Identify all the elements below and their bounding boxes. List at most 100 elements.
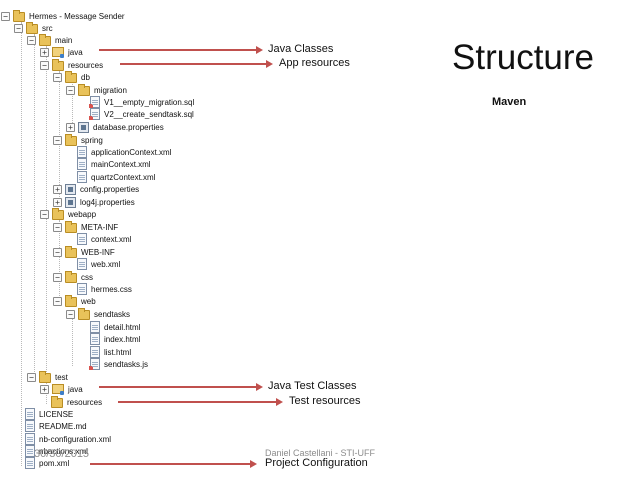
tree-node[interactable]: hermes.css <box>66 283 132 295</box>
collapse-toggle-icon[interactable]: − <box>53 272 62 282</box>
tree-node-label: detail.html <box>104 322 141 332</box>
tree-node[interactable]: V2__create_sendtask.sql <box>79 108 194 120</box>
file-icon <box>77 146 87 158</box>
annotation-label: Test resources <box>289 395 361 407</box>
tree-node-label: Hermes - Message Sender <box>29 11 125 21</box>
tree-node[interactable]: −spring <box>53 134 103 146</box>
arrow-head-icon <box>256 383 263 391</box>
source-package-icon <box>52 47 64 58</box>
expand-toggle-icon[interactable]: + <box>40 384 49 394</box>
tree-node[interactable]: − webapp <box>40 208 96 220</box>
tree-node[interactable]: −sendtasks <box>66 308 130 320</box>
folder-icon <box>65 134 77 146</box>
tree-node-label: java <box>68 47 83 57</box>
tree-node[interactable]: −migration <box>66 84 127 96</box>
tree-node[interactable]: resources <box>40 396 102 408</box>
tree-node[interactable]: + database.properties <box>66 121 164 133</box>
folder-icon <box>26 22 38 34</box>
expand-toggle-icon[interactable]: + <box>53 184 62 194</box>
tree-node[interactable]: −META-INF <box>53 221 118 233</box>
tree-node-label: list.html <box>104 347 132 357</box>
folder-icon <box>65 295 77 307</box>
tree-node[interactable]: − web <box>53 295 96 307</box>
tree-node[interactable]: + log4j.properties <box>53 196 135 208</box>
tree-node[interactable]: pom.xml <box>14 457 69 469</box>
folder-icon <box>51 396 63 408</box>
tree-node[interactable]: web.xml <box>66 258 120 270</box>
expand-toggle-icon[interactable]: + <box>40 47 49 57</box>
collapse-toggle-icon[interactable]: − <box>66 309 75 319</box>
collapse-toggle-icon[interactable]: − <box>1 11 10 21</box>
tree-guide-line <box>59 220 60 304</box>
tree-node-label: main <box>55 35 73 45</box>
file-icon <box>89 96 100 108</box>
tree-node-label: db <box>81 72 90 82</box>
collapse-toggle-icon[interactable]: − <box>53 135 62 145</box>
tree-node[interactable]: quartzContext.xml <box>66 171 155 183</box>
collapse-toggle-icon[interactable]: − <box>53 72 62 82</box>
collapse-toggle-icon[interactable]: − <box>53 247 62 257</box>
collapse-toggle-icon[interactable]: − <box>27 35 36 45</box>
tree-node[interactable]: mainContext.xml <box>66 158 151 170</box>
tree-node[interactable]: + java <box>40 46 83 58</box>
source-package-icon <box>52 384 64 395</box>
tree-node-label: database.properties <box>93 122 164 132</box>
tree-node-label: web <box>81 296 96 306</box>
folder-icon <box>39 34 51 46</box>
expand-toggle-icon[interactable]: + <box>53 197 62 207</box>
folder-icon <box>52 59 64 71</box>
folder-icon <box>52 208 64 220</box>
tree-node[interactable]: −src <box>14 22 53 34</box>
folder-icon <box>13 10 25 22</box>
tree-node-label: nbactions.xml <box>39 446 88 456</box>
folder-icon <box>65 71 77 83</box>
tree-node[interactable]: +config.properties <box>53 183 139 195</box>
tree-node[interactable]: − WEB-INF <box>53 246 115 258</box>
tree-node[interactable]: nbactions.xml <box>14 445 88 457</box>
tree-node[interactable]: +java <box>40 383 83 395</box>
tree-node-label: index.html <box>104 334 141 344</box>
tree-node[interactable]: − Hermes - Message Sender <box>1 10 125 22</box>
tree-node-label: log4j.properties <box>80 197 135 207</box>
tree-node[interactable]: −resources <box>40 59 103 71</box>
slide-title: Structure <box>452 38 594 77</box>
tree-node[interactable]: README.md <box>14 420 87 432</box>
collapse-toggle-icon[interactable]: − <box>40 60 49 70</box>
tree-node[interactable]: LICENSE <box>14 408 73 420</box>
arrow-head-icon <box>266 60 273 68</box>
tree-node[interactable]: V1__empty_migration.sql <box>79 96 194 108</box>
tree-node[interactable]: index.html <box>79 333 140 345</box>
tree-node[interactable]: applicationContext.xml <box>66 146 171 158</box>
folder-icon <box>39 371 51 383</box>
tree-node[interactable]: −test <box>27 371 68 383</box>
annotation-label: Java Classes <box>268 43 334 55</box>
properties-file-icon <box>78 121 89 133</box>
tree-node[interactable]: nb-configuration.xml <box>14 433 111 445</box>
collapse-toggle-icon[interactable]: − <box>53 296 62 306</box>
collapse-toggle-icon[interactable]: − <box>40 209 49 219</box>
expand-toggle-icon[interactable]: + <box>66 122 75 132</box>
tree-node[interactable]: −css <box>53 271 93 283</box>
tree-guide-line <box>46 383 47 404</box>
tree-node[interactable]: − db <box>53 71 90 83</box>
file-icon <box>25 420 35 432</box>
collapse-toggle-icon[interactable]: − <box>53 222 62 232</box>
annotation-label: Java Test Classes <box>268 380 357 392</box>
tree-node-label: resources <box>67 397 103 407</box>
tree-node[interactable]: list.html <box>79 346 131 358</box>
file-icon <box>25 457 35 469</box>
tree-node[interactable]: sendtasks.js <box>79 358 148 370</box>
tree-node-label: applicationContext.xml <box>91 147 172 157</box>
collapse-toggle-icon[interactable]: − <box>14 23 23 33</box>
tree-node[interactable]: − main <box>27 34 72 46</box>
tree-node-label: WEB-INF <box>81 247 115 257</box>
tree-node[interactable]: context.xml <box>66 233 131 245</box>
annotation-arrow-line <box>99 49 257 51</box>
file-icon <box>90 346 100 358</box>
tree-node-label: webapp <box>68 209 97 219</box>
tree-node[interactable]: detail.html <box>79 321 140 333</box>
file-icon <box>90 333 100 345</box>
collapse-toggle-icon[interactable]: − <box>27 372 36 382</box>
annotation-label: App resources <box>279 57 350 69</box>
collapse-toggle-icon[interactable]: − <box>66 85 75 95</box>
